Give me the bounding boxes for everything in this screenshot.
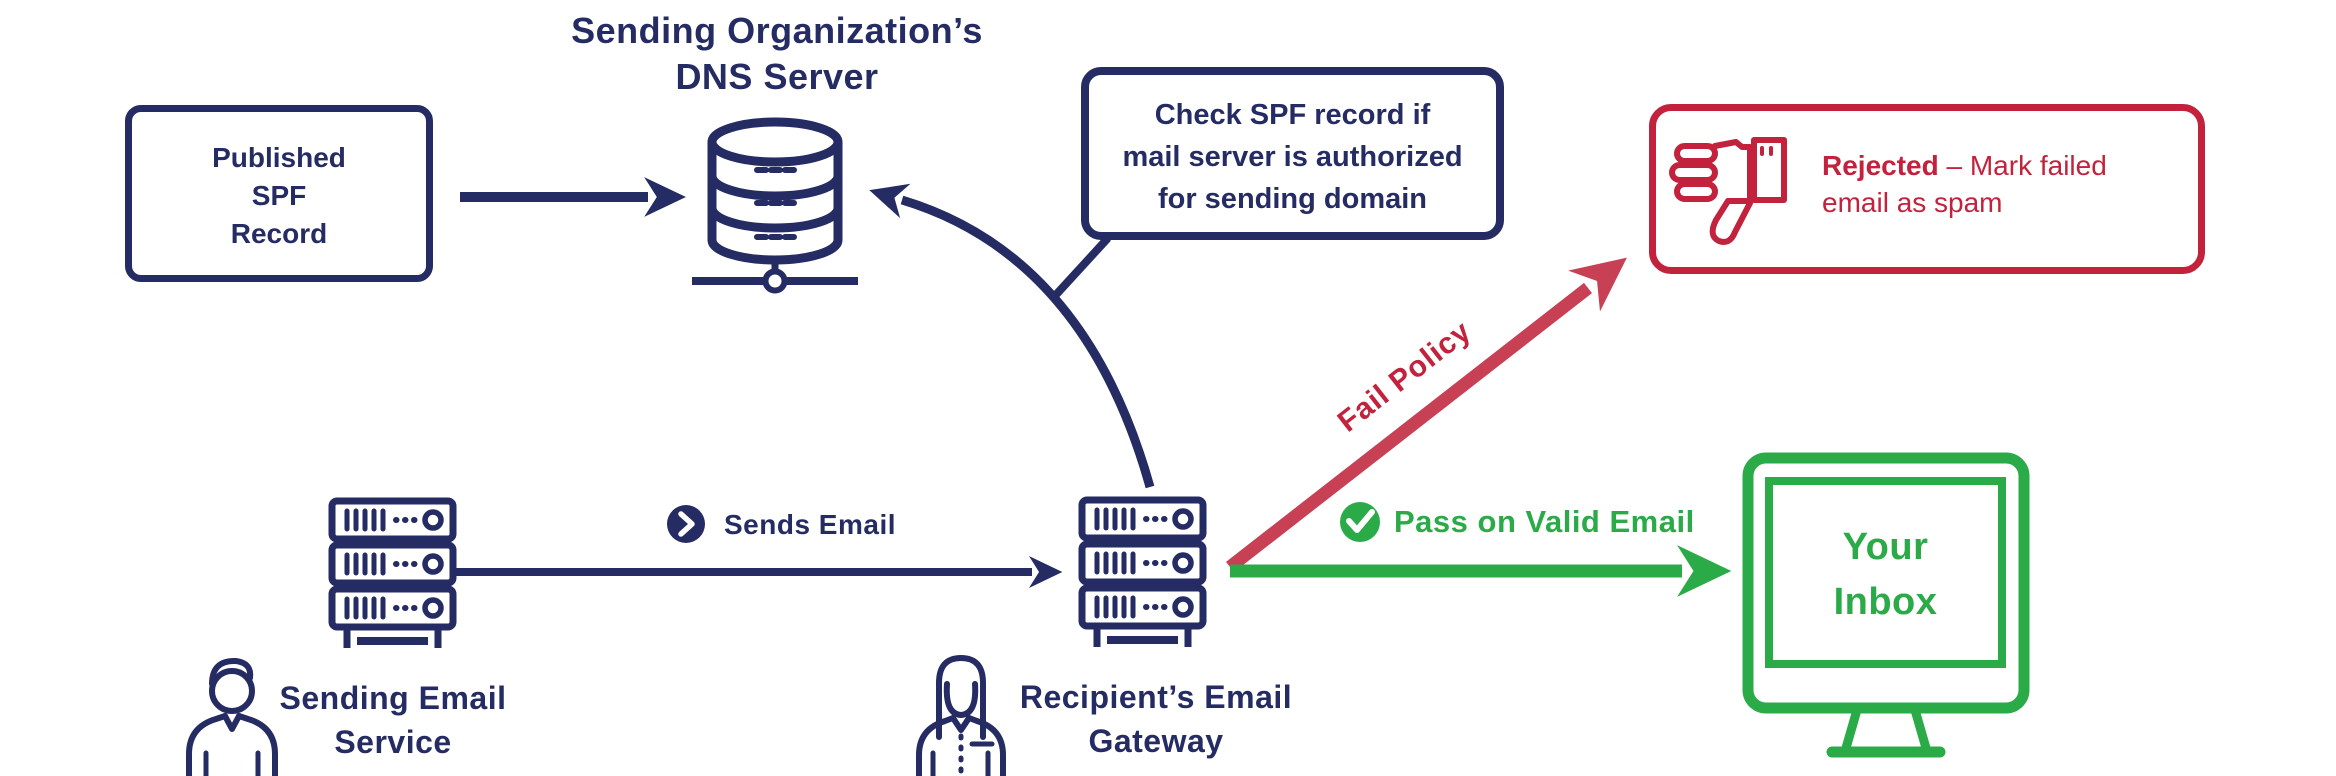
rejected-text: Rejected – Mark failed email as spam [1822, 147, 2107, 221]
bubble-tail [1050, 235, 1111, 301]
gateway-to-dns-arrow [869, 183, 1155, 489]
rejected-text-line2: email as spam [1822, 187, 2003, 218]
database-icon [692, 117, 858, 294]
thumbs-down-icon [1669, 137, 1787, 245]
dns-server-title-line2: DNS Server [675, 56, 879, 97]
sending-user-icon [186, 657, 278, 776]
published-spf-record-box: Published SPF Record [125, 105, 433, 282]
sending-email-service-line1: Sending Email [279, 680, 507, 716]
chevron-right-circle-icon [667, 505, 705, 543]
pass-valid-email-label: Pass on Valid Email [1394, 504, 1695, 539]
your-inbox-label: Your Inbox [1769, 520, 2002, 630]
rejected-rest: – Mark failed [1938, 150, 2107, 181]
your-inbox-line2: Inbox [1833, 581, 1938, 623]
spf-box-line1: Published [212, 141, 346, 173]
sending-email-service-line2: Service [334, 724, 452, 760]
dns-server-title-line1: Sending Organization’s [571, 10, 983, 51]
check-spf-bubble: Check SPF record if mail server is autho… [1081, 67, 1504, 240]
your-inbox-line1: Your [1842, 526, 1929, 568]
sends-email-label: Sends Email [724, 509, 897, 540]
check-spf-bubble-line2: mail server is authorized [1122, 140, 1463, 173]
spf-box-line3: Record [230, 217, 328, 249]
check-spf-bubble-line1: Check SPF record if [1154, 98, 1431, 131]
gateway-server-icon [1082, 500, 1203, 647]
monitor-icon [1742, 452, 2030, 758]
rejected-box: Rejected – Mark failed email as spam [1649, 104, 2205, 274]
dns-server-title: Sending Organization’s DNS Server [527, 8, 1027, 100]
recipient-gateway-line2: Gateway [1088, 723, 1224, 759]
rejected-bold: Rejected [1822, 150, 1939, 181]
fail-policy-arrow [1226, 257, 1627, 573]
spf-box-line2: SPF [251, 179, 307, 211]
recipient-user-icon [916, 655, 1006, 776]
sending-email-service-label: Sending Email Service [243, 676, 543, 764]
recipient-gateway-label: Recipient’s Email Gateway [1006, 675, 1306, 763]
check-spf-bubble-line3: for sending domain [1157, 182, 1428, 215]
rejected-text-line1: Rejected – Mark failed [1822, 147, 2107, 184]
sending-server-icon [332, 501, 453, 648]
recipient-gateway-line1: Recipient’s Email [1019, 679, 1293, 715]
check-circle-icon [1340, 502, 1380, 542]
